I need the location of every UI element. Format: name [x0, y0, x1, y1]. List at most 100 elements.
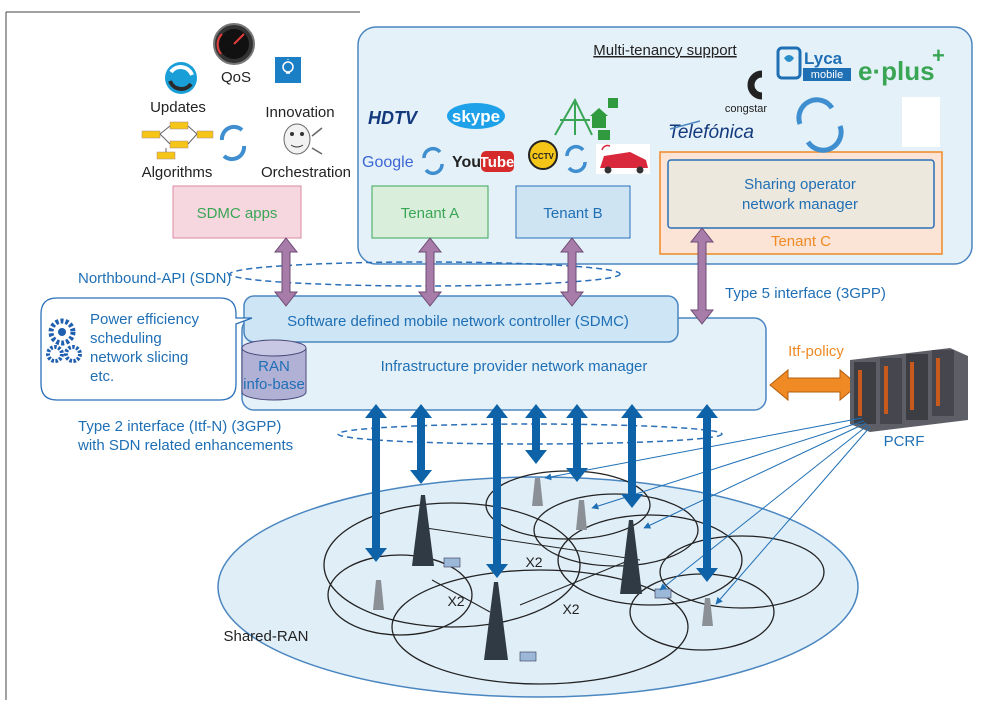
tenant-a-label: Tenant A	[401, 205, 459, 222]
northbound-api-label: Northbound-API (SDN)	[78, 270, 231, 287]
innovation-label: Innovation	[265, 104, 334, 121]
tenant-b-label: Tenant B	[543, 205, 602, 222]
type2-line1: Type 2 interface (Itf-N) (3GPP)	[78, 418, 281, 435]
small-cell-2-icon	[576, 500, 587, 530]
tenant-a-cycle-icon	[422, 146, 444, 176]
youtube-tube-logo: Tube	[480, 154, 515, 171]
lyca-logo: Lyca	[804, 49, 843, 68]
node-1-icon	[443, 557, 461, 568]
callout-line-3: etc.	[90, 368, 114, 385]
cell-coverage-ellipses	[323, 470, 825, 685]
x2-label-b: X2	[447, 593, 464, 609]
southbound-arrow-3	[486, 404, 508, 578]
callout-line-2: network slicing	[90, 349, 188, 366]
cctv-camera-icon	[528, 140, 558, 170]
shared-ran-area	[217, 476, 859, 698]
youtube-you-logo: You	[452, 154, 481, 171]
x2-links	[425, 527, 641, 613]
macro-tower-icons	[412, 495, 642, 660]
tenant-c-cycle-icon	[796, 97, 844, 153]
congstar-logo-icon	[747, 70, 763, 100]
algorithms-label: Algorithms	[142, 164, 213, 181]
arrow-tenant-b	[559, 237, 585, 307]
tower-right-icon	[620, 520, 642, 594]
type2-interface-ring	[337, 423, 723, 445]
sharing-manager-line1: Sharing operator	[744, 176, 856, 193]
shared-ran-label: Shared-RAN	[223, 628, 308, 645]
eplus-plus-sign: +	[932, 43, 945, 68]
congstar-label: congstar	[725, 103, 768, 115]
x2-label-a: X2	[525, 554, 542, 570]
tenant-a-box	[371, 185, 489, 239]
southbound-arrow-4	[525, 404, 547, 464]
callout-line-1: scheduling	[90, 330, 162, 347]
hdtv-logo: HDTV	[368, 108, 419, 128]
google-logo: Google	[362, 154, 414, 171]
multi-tenancy-label: Multi-tenancy support	[593, 42, 737, 59]
lyca-mobile-badge	[803, 68, 851, 81]
telefonica-logo: Telefónica	[668, 122, 754, 143]
sdmc-apps-label: SDMC apps	[197, 205, 278, 222]
pcrf-server-icon	[850, 348, 968, 432]
ran-info-line2: info-base	[243, 376, 305, 393]
cctv-label: CCTV	[532, 152, 554, 161]
qos-gauge-icon	[213, 23, 255, 65]
northbound-arrows	[273, 227, 715, 325]
southbound-arrow-7	[696, 404, 718, 582]
skype-logo: skype	[452, 107, 500, 126]
orchestration-robot-icon	[283, 123, 323, 155]
algorithms-flowchart-icon	[141, 121, 214, 160]
type2-line2: with SDN related enhancements	[77, 437, 293, 454]
innovation-bulb-icon	[275, 57, 301, 83]
tenant-b-box	[515, 185, 631, 239]
southbound-arrows	[365, 404, 718, 582]
southbound-arrow-1	[365, 404, 387, 562]
gears-icon	[46, 318, 82, 363]
southbound-arrow-6	[621, 404, 643, 508]
tenant-b-cycle-icon	[565, 144, 587, 174]
small-cell-1-icon	[532, 478, 543, 506]
eplus-logo: e·plus	[858, 56, 935, 86]
sharing-manager-line2: network manager	[742, 196, 858, 213]
ran-info-base-cylinder	[241, 339, 307, 401]
youtube-tube-badge	[481, 151, 514, 172]
callout-line-0: Power efficiency	[90, 311, 199, 328]
node-2-icon	[654, 588, 672, 599]
ran-info-line1: RAN	[258, 358, 290, 375]
updates-icon	[165, 62, 197, 94]
tenant-c-label: Tenant C	[771, 233, 831, 250]
connected-car-icon	[596, 144, 650, 174]
sharing-manager-box	[667, 159, 935, 229]
southbound-arrow-2	[410, 404, 432, 484]
node-3-icon	[519, 651, 537, 662]
southbound-arrow-5	[566, 404, 588, 482]
apps-cycle-icon	[219, 124, 247, 162]
sdmc-apps-box	[172, 185, 302, 239]
x2-label-c: X2	[562, 601, 579, 617]
itf-policy-label: Itf-policy	[788, 343, 844, 360]
pcrf-label: PCRF	[884, 433, 925, 450]
lyca-phone-icon	[776, 46, 802, 80]
small-cell-icons	[373, 478, 713, 626]
type5-label: Type 5 interface (3GPP)	[725, 285, 886, 302]
callout-bubble	[40, 297, 253, 401]
tower-center-icon	[484, 582, 508, 660]
qos-label: QoS	[221, 69, 251, 86]
smart-grid-icon	[554, 97, 618, 140]
sdmc-controller-label: Software defined mobile network controll…	[287, 313, 629, 330]
itf-policy-arrow	[769, 368, 859, 402]
arrow-type5	[689, 227, 715, 325]
small-cell-3-icon	[373, 580, 384, 610]
telefonica-swoosh	[669, 120, 701, 130]
lyca-mobile-label: mobile	[811, 69, 843, 81]
skype-logo-icon	[447, 103, 505, 129]
tower-left-icon	[412, 495, 434, 566]
infra-manager-label: Infrastructure provider network manager	[381, 358, 648, 375]
arrow-tenant-a	[417, 237, 443, 307]
orchestration-label: Orchestration	[261, 164, 351, 181]
small-cell-4-icon	[702, 598, 713, 626]
blank-logo-placeholder	[902, 97, 940, 147]
updates-label: Updates	[150, 99, 206, 116]
